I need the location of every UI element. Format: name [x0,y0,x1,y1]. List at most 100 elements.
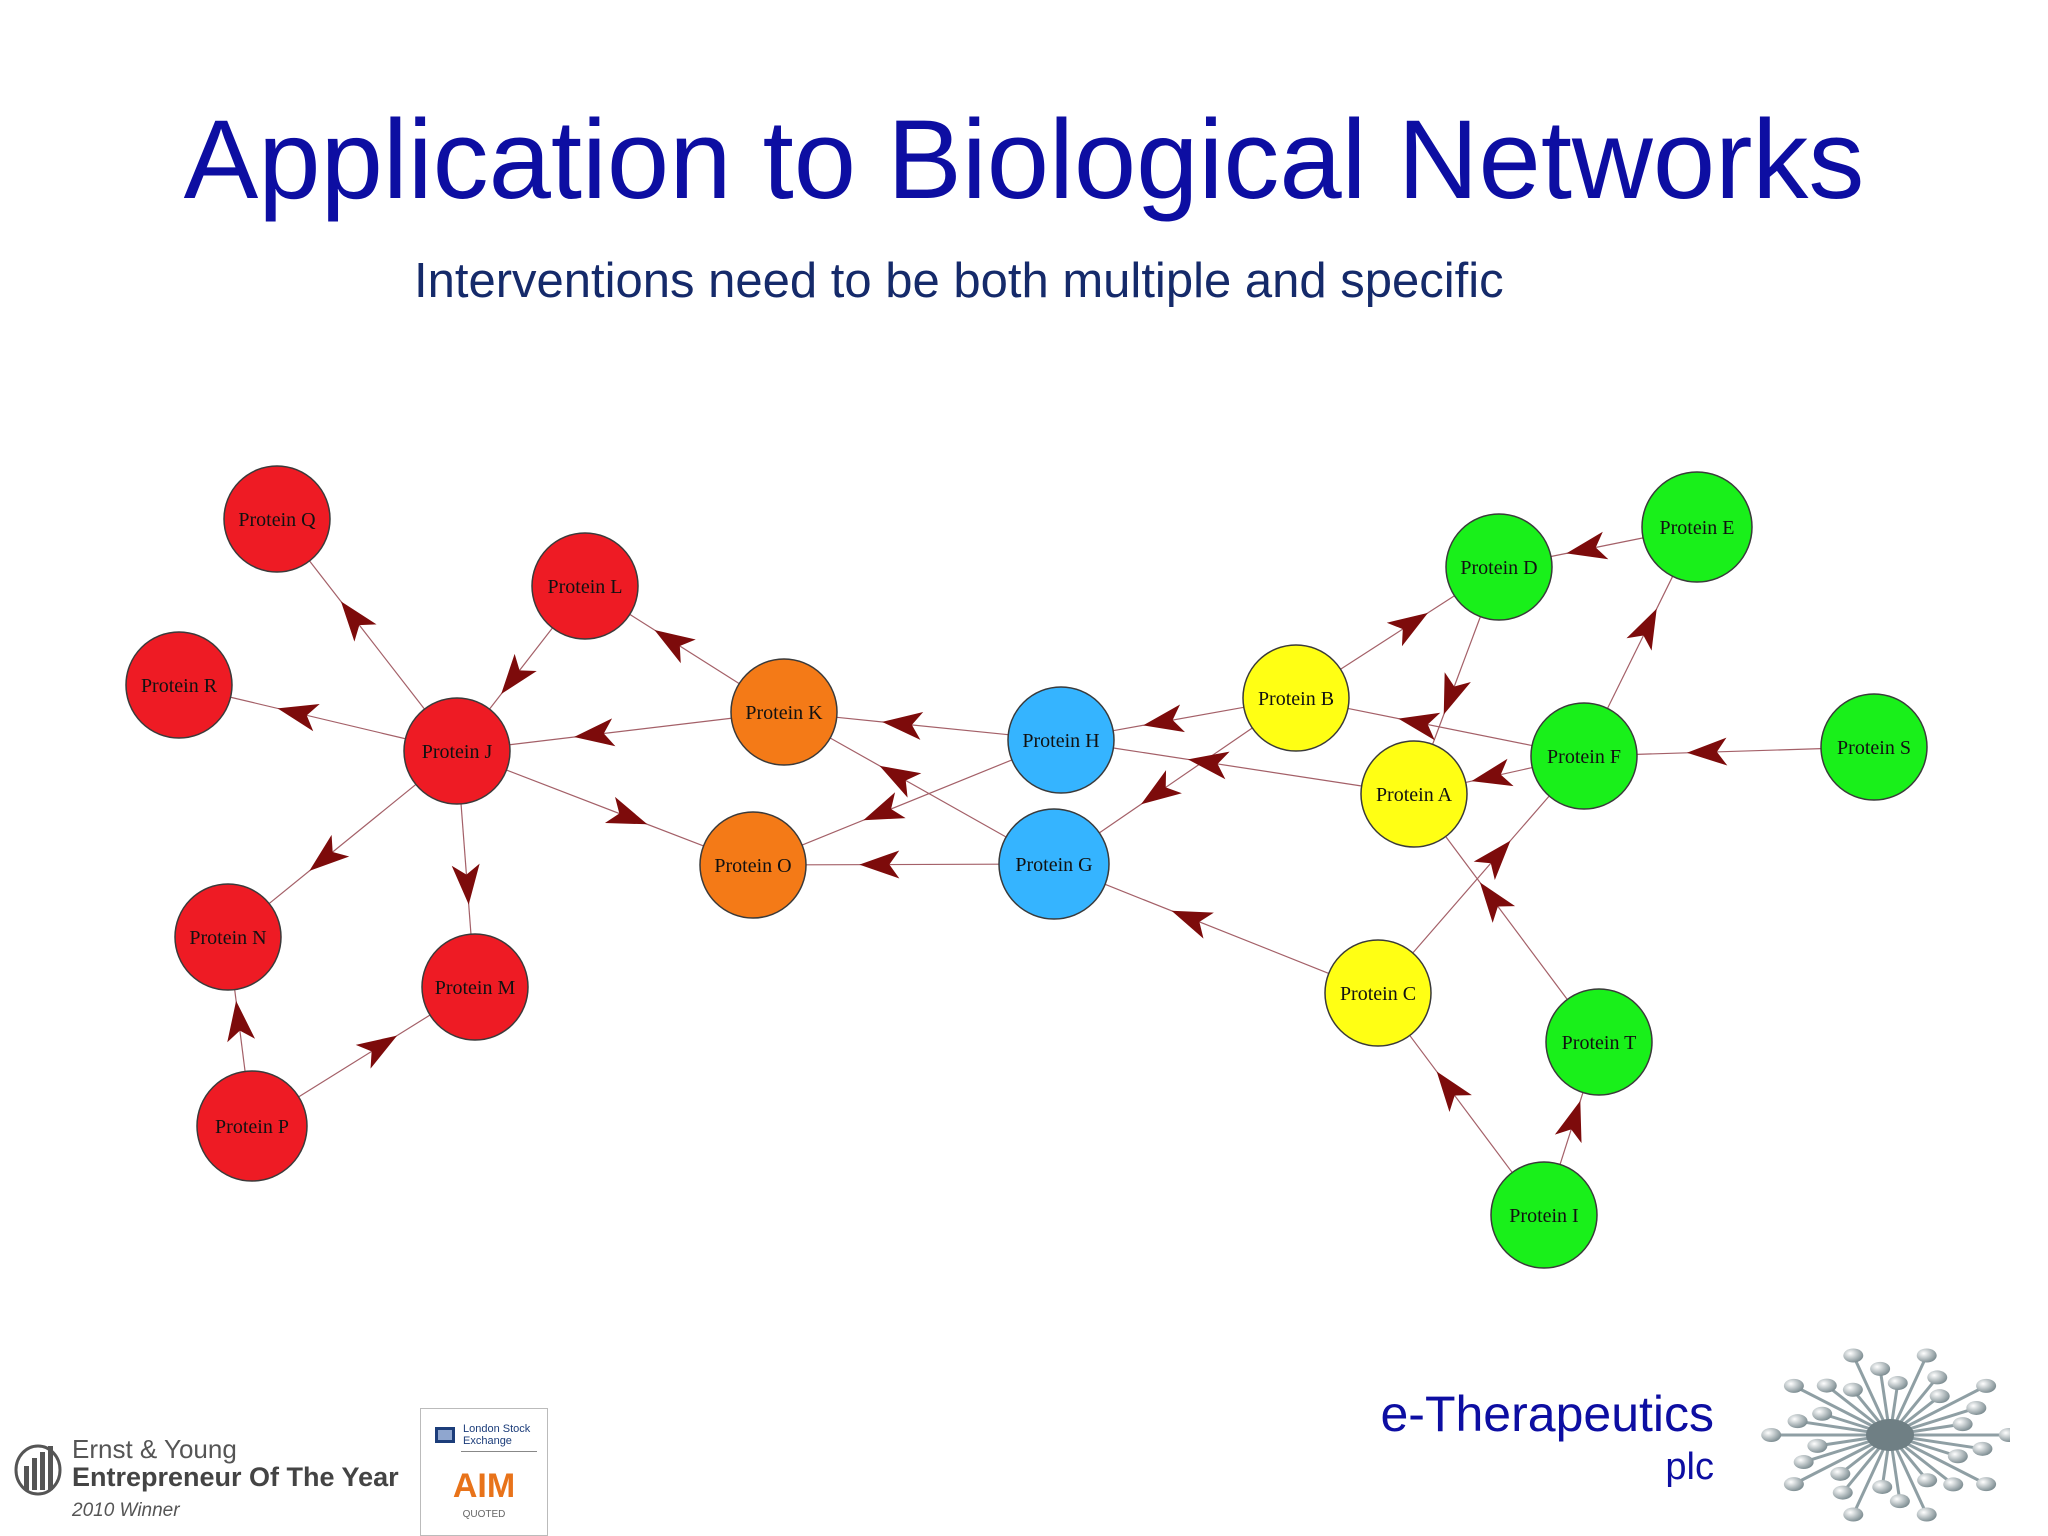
company-radial-logo-icon [1761,1348,2010,1522]
edge-G-K [829,737,1007,838]
logo-dot [1966,1400,1987,1415]
logo-dot [1972,1441,1993,1456]
quoted-label: QUOTED [462,1509,506,1520]
slide-subtitle: Interventions need to be both multiple a… [414,254,1504,308]
logo-dot [1889,1494,1910,1509]
arrowhead-S-F [1686,737,1728,766]
bar-chart-logo-icon [14,1444,62,1496]
logo-dot [1783,1378,1804,1393]
arrowhead-P-N [227,1000,256,1043]
edge-L-J [489,627,553,710]
logo-dot [1887,1376,1908,1391]
logo-dot [1830,1466,1851,1481]
edge-T-A [1445,836,1568,1000]
arrowhead-K-L [654,629,696,664]
arrowhead-H-O [863,792,906,821]
arrowhead-I-C [1436,1071,1472,1112]
node-protein-q: Protein Q [223,465,331,573]
node-label: Protein J [422,741,493,763]
edge-C-G [1104,883,1329,974]
logo-dot [1927,1370,1948,1385]
logo-dot [1816,1378,1837,1393]
node-protein-e: Protein E [1641,471,1753,583]
node-protein-o: Protein O [699,811,807,919]
node-circle [531,532,639,640]
node-circle [699,811,807,919]
node-circle [998,808,1110,920]
node-circle [403,697,511,805]
arrowhead-K-J [574,718,616,747]
edge-K-L [629,613,740,685]
arrowhead-J-Q [340,601,377,642]
edge-G-O [805,863,1000,866]
node-label: Protein L [548,576,623,598]
node-label: Protein G [1015,854,1092,876]
node-label: Protein E [1660,517,1735,539]
logo-dot [1943,1477,1964,1492]
logo-dot [1947,1449,1968,1464]
edge-J-Q [309,560,425,710]
logo-dot [1843,1507,1864,1522]
arrowhead-F-A [1471,758,1514,787]
arrowhead-J-O [604,796,648,825]
arrowhead-I-T [1554,1100,1582,1144]
arrowhead-G-O [859,850,900,879]
node-circle [174,883,282,991]
node-protein-a: Protein A [1360,740,1468,848]
arrowhead-J-R [277,704,320,732]
edge-P-M [298,1014,431,1098]
node-label: Protein F [1547,746,1621,768]
arrowhead-C-F [1473,840,1511,880]
logo-dot [1952,1417,1973,1432]
logo-dot [1832,1485,1853,1500]
node-label: Protein I [1509,1205,1578,1227]
node-label: Protein R [141,675,218,697]
node-circle [1820,693,1928,801]
aim-wordmark: AIM [452,1467,516,1505]
node-protein-c: Protein C [1324,939,1432,1047]
arrows-layer [227,531,1728,1144]
arrowhead-A-H [1187,751,1230,780]
node-label: Protein N [189,927,266,949]
arrowhead-B-D [1386,612,1428,647]
node-protein-m: Protein M [421,933,529,1041]
arrowhead-J-M [451,863,480,905]
node-protein-r: Protein R [125,631,233,739]
node-label: Protein T [1562,1032,1637,1054]
node-protein-h: Protein H [1007,686,1115,794]
edge-B-G [1099,727,1253,834]
edge-H-K [836,716,1009,736]
node-protein-i: Protein I [1490,1161,1598,1269]
logo-dot [1916,1507,1937,1522]
node-circle [1445,513,1553,621]
node-circle [1641,471,1753,583]
node-circle [1530,702,1638,810]
logo-dot [1872,1479,1893,1494]
logo-dot [1870,1361,1891,1376]
node-protein-p: Protein P [196,1070,308,1182]
node-protein-s: Protein S [1820,693,1928,801]
arrowhead-T-A [1479,882,1516,923]
node-label: Protein S [1837,737,1911,759]
node-circle [125,631,233,739]
logo-dot [1761,1428,1782,1442]
node-protein-g: Protein G [998,808,1110,920]
protein-network-diagram: Protein Q Protein L Protein R Protein J Prot… [125,465,1928,1269]
node-circle [1360,740,1468,848]
edge-F-E [1606,576,1674,709]
logo-dot [1783,1477,1804,1492]
edge-A-H [1113,747,1362,787]
node-circle [223,465,331,573]
node-protein-b: Protein B [1242,644,1350,752]
badge-divider [461,1451,537,1452]
logo-hub [1866,1419,1914,1451]
logo-dot [1812,1406,1833,1421]
edge-J-M [460,803,472,935]
logo-dot [1843,1348,1864,1363]
node-label: Protein C [1340,983,1416,1005]
node-circle [1007,686,1115,794]
nodes-layer: Protein Q Protein L Protein R Protein J Prot… [125,465,1928,1269]
logo-dot [1917,1473,1938,1488]
node-protein-l: Protein L [531,532,639,640]
logo-dot [1929,1389,1950,1404]
